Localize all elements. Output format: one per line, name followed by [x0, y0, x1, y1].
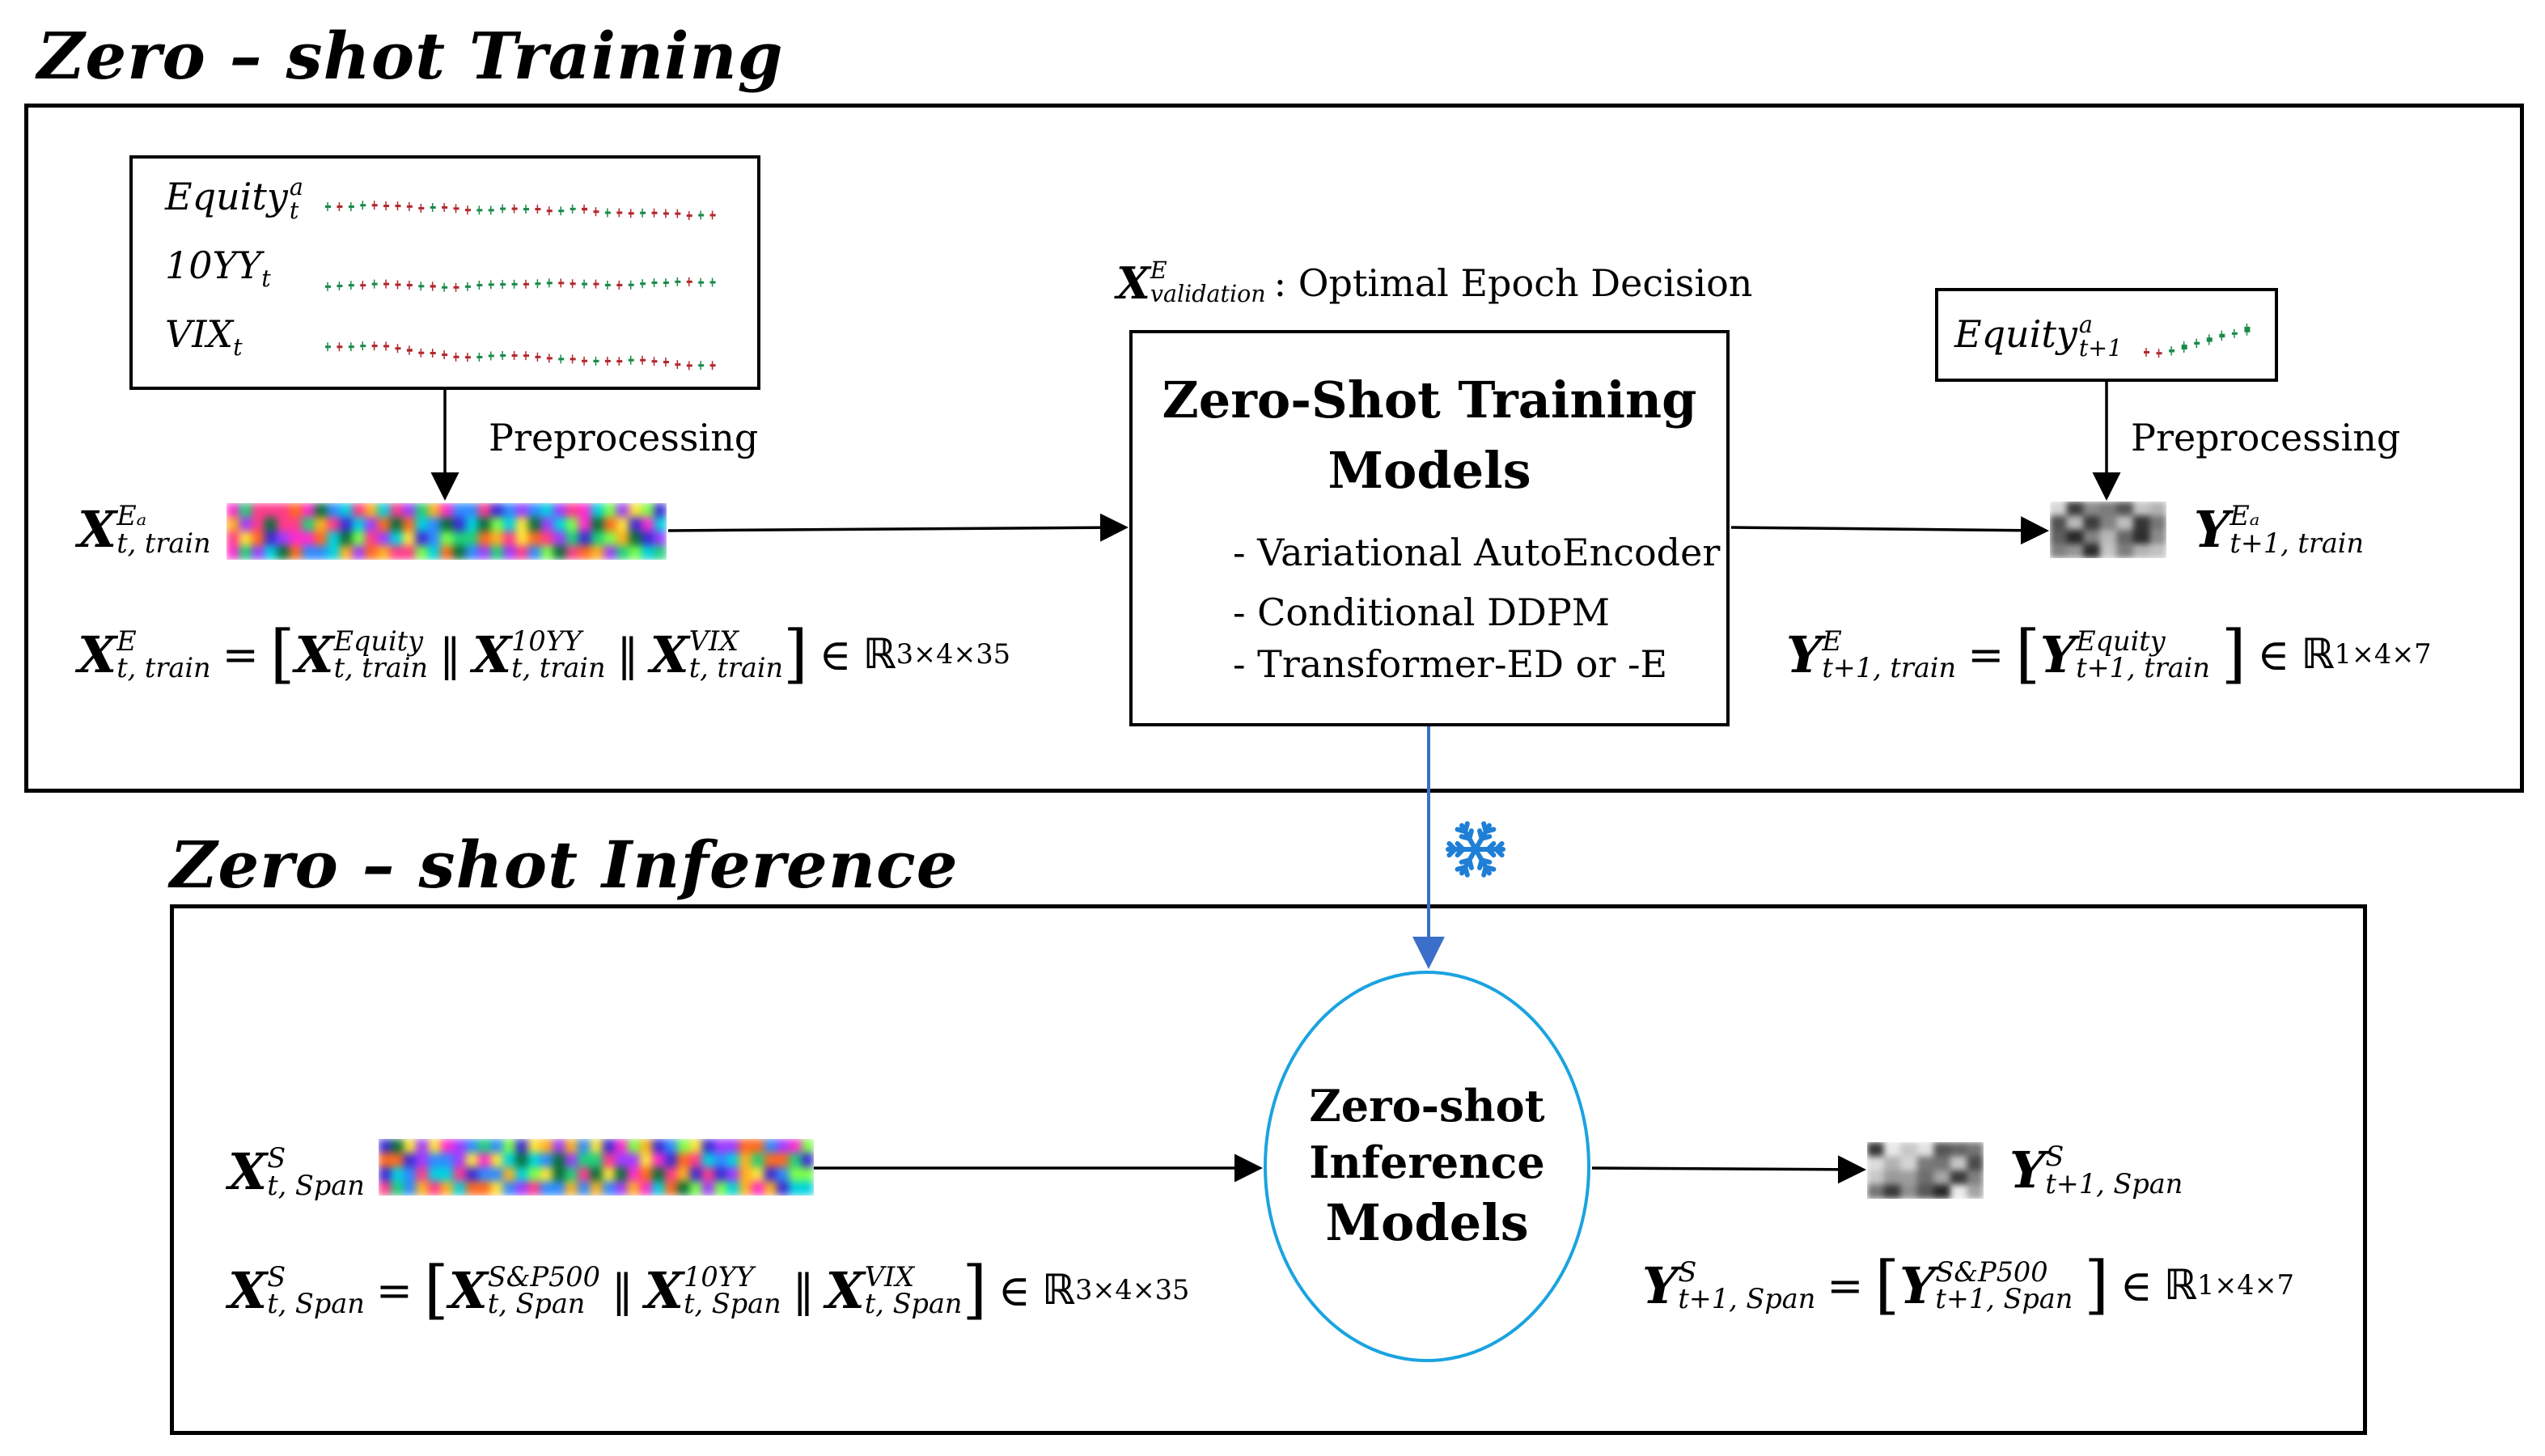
- training-title: Zero – shot Training: [37, 18, 784, 94]
- preprocessing-label-left: Preprocessing: [489, 416, 759, 459]
- model-item-ddpm: - Conditional DDPM: [1233, 590, 1610, 634]
- training-frame: [24, 104, 2524, 793]
- arrow-training-model-to-y: [1730, 516, 2049, 545]
- snowflake-icon: [1442, 815, 1510, 887]
- inference-models-circle: Zero-shot Inference Models: [1264, 971, 1590, 1362]
- preprocessing-label-right: Preprocessing: [2131, 416, 2401, 459]
- input-tensor-image-span: [379, 1139, 814, 1196]
- training-models-box: Zero-Shot Training Models - Variational …: [1129, 330, 1730, 726]
- arrow-inference-model-to-y: [1591, 1155, 1866, 1184]
- equity-sparkline: [325, 201, 716, 221]
- target-sparkline: [2144, 324, 2251, 358]
- model-item-transformer: - Transformer-ED or -E: [1233, 642, 1668, 686]
- input-label-vix: VIXt: [165, 312, 243, 362]
- training-models-title: Zero-Shot Training Models: [1162, 370, 1697, 500]
- inference-models-title: Zero-shot Inference Models: [1309, 1079, 1545, 1252]
- target-tensor-image-span: [1867, 1142, 1984, 1199]
- input-label-10yy: 10YYt: [165, 243, 271, 293]
- inference-title: Zero – shot Inference: [170, 827, 959, 903]
- model-item-vae: - Variational AutoEncoder: [1233, 531, 1721, 574]
- inference-frame: [170, 904, 2367, 1435]
- vix-sparkline: [325, 341, 716, 370]
- 10yy-sparkline: [325, 277, 716, 292]
- candlestick-sparklines: [325, 201, 716, 370]
- target-tensor-image-train: [2050, 502, 2166, 558]
- arrow-x-to-training-model: [667, 513, 1129, 542]
- input-tensor-image-train: [227, 503, 667, 560]
